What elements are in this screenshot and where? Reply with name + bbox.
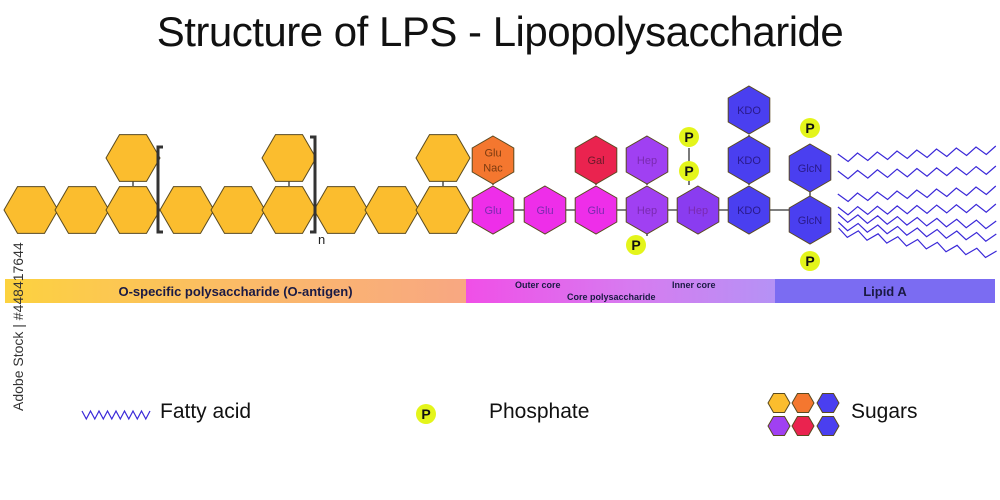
legend-sugar-icon-3 xyxy=(816,393,840,413)
inner-core-kdo-1 xyxy=(727,185,771,235)
outer-core-gal xyxy=(574,135,618,185)
phosphate-hep-1-letter: P xyxy=(631,237,640,253)
fatty-acid-chain-1 xyxy=(837,145,997,163)
outer-core-glu-2-label: Glu xyxy=(536,205,553,217)
inner-core-kdo-3-label: KDO xyxy=(737,105,761,117)
fatty-acid-chain-7 xyxy=(838,227,997,259)
phosphate-glcn-2-letter: P xyxy=(805,253,814,269)
outer-core-glu-2 xyxy=(523,185,567,235)
phosphate-hep-3-inner-letter: P xyxy=(684,163,693,179)
o-antigen-bar xyxy=(5,279,466,303)
repeat-bracket-open xyxy=(156,145,163,234)
phosphate-hep-3-outer xyxy=(679,127,699,147)
o-antigen-sugar-3 xyxy=(105,186,161,234)
legend-phosphate-label: Phosphate xyxy=(489,400,590,423)
o-antigen-label: O-specific polysaccharide (O-antigen) xyxy=(118,284,353,299)
outer-core-glunac-label: Nac xyxy=(483,163,503,175)
o-antigen-branch-sugar-3 xyxy=(415,134,471,182)
phosphate-hep-3-outer-letter: P xyxy=(684,129,693,145)
o-antigen-sugar-6 xyxy=(261,186,317,234)
inner-core-hep-1-label: Hep xyxy=(637,205,657,217)
inner-core-kdo-3 xyxy=(727,85,771,135)
repeat-subscript: n xyxy=(318,232,325,247)
outer-core-gal-label: Gal xyxy=(587,155,604,167)
lipid-a-label: Lipid A xyxy=(863,284,907,299)
o-antigen-sugar-2 xyxy=(54,186,110,234)
legend-sugar-icon-2 xyxy=(791,393,815,413)
inner-core-kdo-1-label: KDO xyxy=(737,205,761,217)
outer-core-glunac-label: Glu xyxy=(484,148,501,160)
o-antigen-sugar-8 xyxy=(364,186,420,234)
lipid-a-glcn-2 xyxy=(788,195,832,245)
phosphate-glcn-1-letter: P xyxy=(805,120,814,136)
legend-fatty-acid-icon xyxy=(81,409,151,421)
legend-sugar-icon-6 xyxy=(816,416,840,436)
o-antigen-sugar-9 xyxy=(415,186,471,234)
legend-sugar-icon-5 xyxy=(791,416,815,436)
fatty-acid-chain-2 xyxy=(837,165,997,180)
fatty-acid-chain-3 xyxy=(837,185,997,203)
legend-sugar-icon-4 xyxy=(767,416,791,436)
o-antigen-sugar-5 xyxy=(210,186,266,234)
inner-core-hep-3 xyxy=(676,185,720,235)
legend-phosphate-icon xyxy=(416,404,436,424)
outer-core-glu-3 xyxy=(574,185,618,235)
inner-core-label: Inner core xyxy=(672,280,716,290)
lipid-a-glcn-2-label: GlcN xyxy=(798,215,823,227)
phosphate-glcn-2 xyxy=(800,251,820,271)
legend-phosphate-icon-letter: P xyxy=(421,406,430,422)
outer-core-glu-1-label: Glu xyxy=(484,205,501,217)
legend-sugar-icon-1 xyxy=(767,393,791,413)
lipid-a-glcn-1 xyxy=(788,143,832,193)
inner-core-kdo-2-label: KDO xyxy=(737,155,761,167)
o-antigen-sugar-7 xyxy=(313,186,369,234)
o-antigen-sugar-1 xyxy=(3,186,59,234)
inner-core-hep-3-label: Hep xyxy=(688,205,708,217)
phosphate-hep-1 xyxy=(626,235,646,255)
o-antigen-branch-sugar-2 xyxy=(261,134,317,182)
legend-sugars-label: Sugars xyxy=(851,400,918,423)
diagram-title: Structure of LPS - Lipopolysaccharide xyxy=(156,8,844,55)
outer-core-glu-3-label: Glu xyxy=(587,205,604,217)
legend-fatty-acid-label: Fatty acid xyxy=(160,400,252,423)
inner-core-hep-2 xyxy=(625,135,669,185)
fatty-acid-chain-4 xyxy=(837,203,997,216)
inner-core-hep-2-label: Hep xyxy=(637,155,657,167)
core-polysaccharide-bar xyxy=(466,279,775,303)
o-antigen-sugar-4 xyxy=(159,186,215,234)
phosphate-hep-3-inner xyxy=(679,161,699,181)
outer-core-glu-1 xyxy=(471,185,515,235)
inner-core-kdo-2 xyxy=(727,135,771,185)
lipid-a-bar xyxy=(775,279,995,303)
outer-core-glunac xyxy=(471,135,515,185)
phosphate-glcn-1 xyxy=(800,118,820,138)
stock-watermark: Adobe Stock | #448417644 xyxy=(10,242,26,411)
repeat-bracket-close xyxy=(310,135,317,234)
core-polysaccharide-label: Core polysaccharide xyxy=(567,292,656,302)
lipid-a-glcn-1-label: GlcN xyxy=(798,163,823,175)
o-antigen-branch-sugar-1 xyxy=(105,134,161,182)
outer-core-label: Outer core xyxy=(515,280,561,290)
fatty-acid-chain-5 xyxy=(837,213,997,230)
fatty-acid-chain-6 xyxy=(837,221,997,242)
